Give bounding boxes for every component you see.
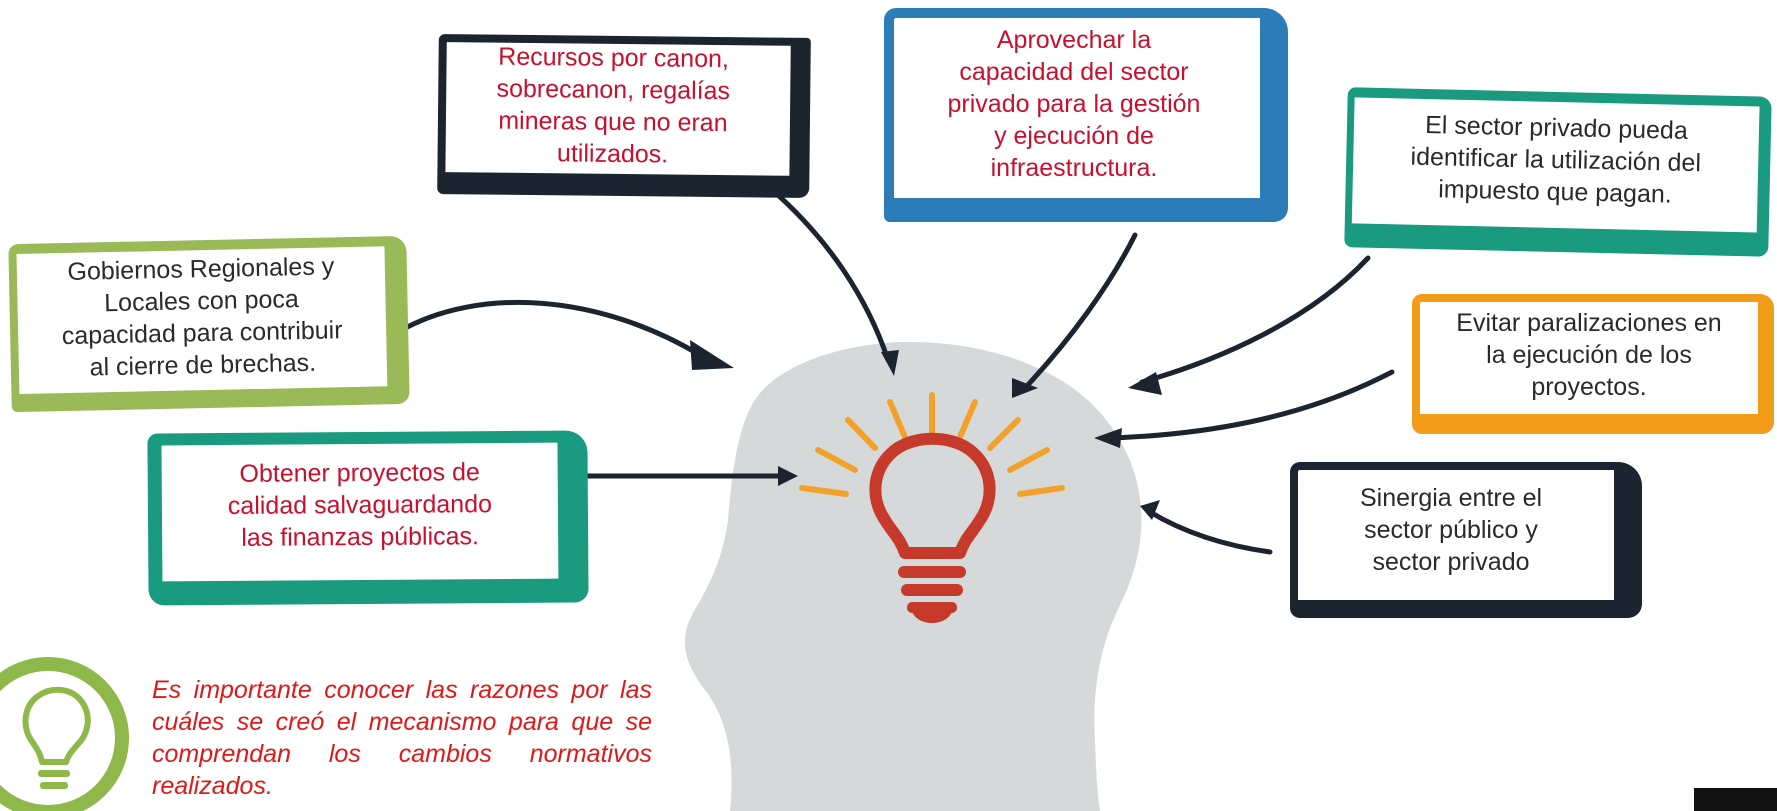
reason-box-sector-privado: El sector privado pueda identificar la u… xyxy=(1344,87,1772,257)
lightbulb-icon xyxy=(869,432,996,559)
reason-text: Sinergia entre el sector público y secto… xyxy=(1360,482,1542,578)
text-line: Recursos por canon, xyxy=(498,42,730,74)
lightbulb-icon xyxy=(0,657,129,811)
arrow-from-evitar xyxy=(1107,369,1395,441)
text-line: las finanzas públicas. xyxy=(241,522,480,552)
text-line: y ejecución de xyxy=(994,122,1154,150)
text-line: calidad salvaguardando xyxy=(227,490,493,520)
arrows xyxy=(395,185,1395,555)
reason-text: Obtener proyectos de calidad salvaguarda… xyxy=(228,456,493,554)
corner-block xyxy=(1694,788,1777,811)
arrowheads xyxy=(690,340,1162,520)
text-line: Aprovechar la xyxy=(996,26,1152,54)
reason-box-obtener: Obtener proyectos de calidad salvaguarda… xyxy=(147,430,589,606)
text-line: Evitar paralizaciones en xyxy=(1456,309,1722,337)
important-note: Es importante conocer las razones por la… xyxy=(152,676,652,800)
text-line: infraestructura. xyxy=(990,154,1158,182)
lightbulb-base xyxy=(898,566,966,623)
text-line: Sinergia entre el xyxy=(1359,484,1543,512)
reason-text: Recursos por canon, sobrecanon, regalías… xyxy=(496,41,731,171)
reason-box-recursos: Recursos por canon, sobrecanon, regalías… xyxy=(437,34,811,198)
arrow-from-aprovechar xyxy=(1022,232,1138,391)
text-line: Gobiernos Regionales y xyxy=(67,252,335,286)
text-line: utilizados. xyxy=(556,139,669,169)
text-line: privado para la gestión xyxy=(947,90,1201,118)
text-line: la ejecución de los xyxy=(1486,341,1692,369)
text-line: mineras que no eran xyxy=(498,106,728,138)
arrow-from-recursos xyxy=(767,185,891,363)
arrow-from-gobiernos xyxy=(395,299,703,358)
lightbulb-rays xyxy=(799,392,1065,497)
text-line: capacidad del sector xyxy=(959,58,1189,86)
reason-box-evitar: Evitar paralizaciones en la ejecución de… xyxy=(1412,294,1774,434)
text-line: al cierre de brechas. xyxy=(89,348,317,382)
arrow-from-sector-privado xyxy=(1139,255,1371,385)
arrow-from-sinergia xyxy=(1147,509,1273,555)
text-line: Obtener proyectos de xyxy=(239,458,480,488)
reason-box-sinergia: Sinergia entre el sector público y secto… xyxy=(1290,462,1642,618)
text-line: sobrecanon, regalías xyxy=(496,74,731,106)
text-line: sector privado xyxy=(1372,548,1530,576)
reason-text: Evitar paralizaciones en la ejecución de… xyxy=(1456,307,1721,403)
text-line: impuesto que pagan. xyxy=(1437,175,1673,209)
reason-box-aprovechar: Aprovechar la capacidad del sector priva… xyxy=(884,8,1288,222)
reason-text: Gobiernos Regionales y Locales con poca … xyxy=(60,250,343,384)
reason-text: Aprovechar la capacidad del sector priva… xyxy=(948,24,1201,184)
reason-box-gobiernos: Gobiernos Regionales y Locales con poca … xyxy=(8,235,410,413)
text-line: sector público y xyxy=(1364,516,1538,544)
reason-text: El sector privado pueda identificar la u… xyxy=(1410,109,1703,212)
text-line: proyectos. xyxy=(1531,373,1647,401)
